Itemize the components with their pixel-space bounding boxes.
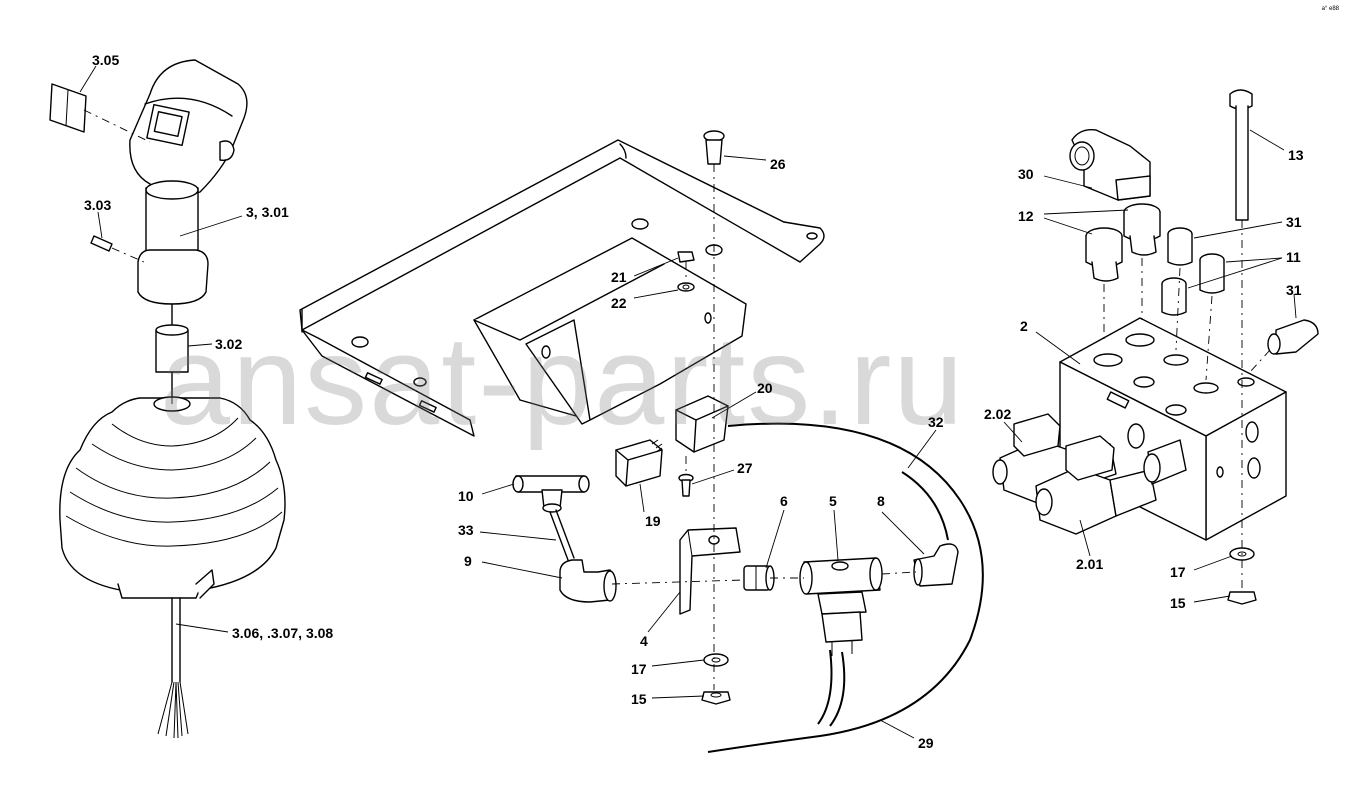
- screw-small: [678, 473, 694, 497]
- callout-17-center: 17: [631, 661, 647, 677]
- hose-short: [549, 509, 575, 561]
- leader-lines: [79, 65, 1297, 739]
- callout-31-top: 31: [1286, 214, 1302, 230]
- callout-15-right: 15: [1170, 595, 1186, 611]
- nut-lower: [701, 691, 731, 705]
- t-fitting: [512, 475, 590, 513]
- elbow-30: [1069, 129, 1151, 201]
- washer-lower: [703, 653, 729, 667]
- callout-5: 5: [829, 493, 837, 509]
- callout-3-05: 3.05: [92, 52, 120, 68]
- callout-9: 9: [464, 553, 472, 569]
- callout-3-3-01: 3, 3.01: [246, 204, 289, 220]
- callout-10: 10: [458, 488, 474, 504]
- fittings-12: [1085, 203, 1161, 282]
- elbow-fitting: [559, 559, 617, 603]
- callout-12: 12: [1018, 208, 1034, 224]
- callout-20: 20: [757, 380, 773, 396]
- callout-13: 13: [1288, 147, 1304, 163]
- callout-30: 30: [1018, 166, 1034, 182]
- callout-4: 4: [640, 633, 648, 649]
- cables: [707, 422, 984, 753]
- callout-22: 22: [611, 295, 627, 311]
- callout-11: 11: [1286, 249, 1301, 265]
- center-lines: [83, 109, 1271, 690]
- switch: [675, 395, 729, 453]
- callout-3-03: 3.03: [84, 197, 112, 213]
- pin: [90, 235, 113, 252]
- callout-21: 21: [611, 269, 627, 285]
- drawing-code: a° e88: [1321, 6, 1339, 12]
- callout-27: 27: [737, 460, 753, 476]
- callout-2-02: 2.02: [984, 406, 1012, 422]
- callout-19: 19: [645, 513, 661, 529]
- connector: [615, 439, 663, 487]
- callout-32: 32: [928, 414, 944, 430]
- screw: [703, 130, 725, 165]
- callout-29: 29: [918, 735, 934, 751]
- joystick-handle: [129, 59, 248, 196]
- valve-block: [1059, 317, 1287, 541]
- elbow-fitting-right: [913, 543, 959, 587]
- callout-2: 2: [1020, 318, 1028, 334]
- rubber-boot: [59, 396, 286, 599]
- callout-3-06-3-07-3-08: 3.06, .3.07, 3.08: [232, 625, 334, 641]
- label-plate: [49, 83, 87, 133]
- bolt-13: [1229, 89, 1253, 221]
- bracket: [679, 527, 741, 615]
- callout-8: 8: [877, 493, 885, 509]
- mounting-plate: [299, 139, 825, 437]
- sleeve: [155, 303, 189, 401]
- nut-block: [1227, 591, 1257, 605]
- fitting-31-side: [1267, 319, 1319, 355]
- joystick-cable: [157, 597, 189, 739]
- callout-6: 6: [780, 493, 788, 509]
- callout-26: 26: [770, 156, 786, 172]
- solenoid-valve: [799, 557, 883, 656]
- washer: [677, 282, 695, 292]
- callout-2-01: 2.01: [1076, 556, 1104, 572]
- callout-33: 33: [458, 522, 474, 538]
- callout-31-side: 31: [1286, 282, 1302, 298]
- coupling: [743, 565, 775, 591]
- nut: [677, 251, 695, 263]
- joystick-shaft: [137, 180, 209, 305]
- joystick-assembly: [49, 59, 286, 739]
- callout-15-center: 15: [631, 691, 647, 707]
- fittings-31-11: [1161, 227, 1225, 316]
- callout-17-right: 17: [1170, 564, 1186, 580]
- solenoid-valve-201: [1035, 423, 1187, 535]
- callout-3-02: 3.02: [215, 336, 243, 352]
